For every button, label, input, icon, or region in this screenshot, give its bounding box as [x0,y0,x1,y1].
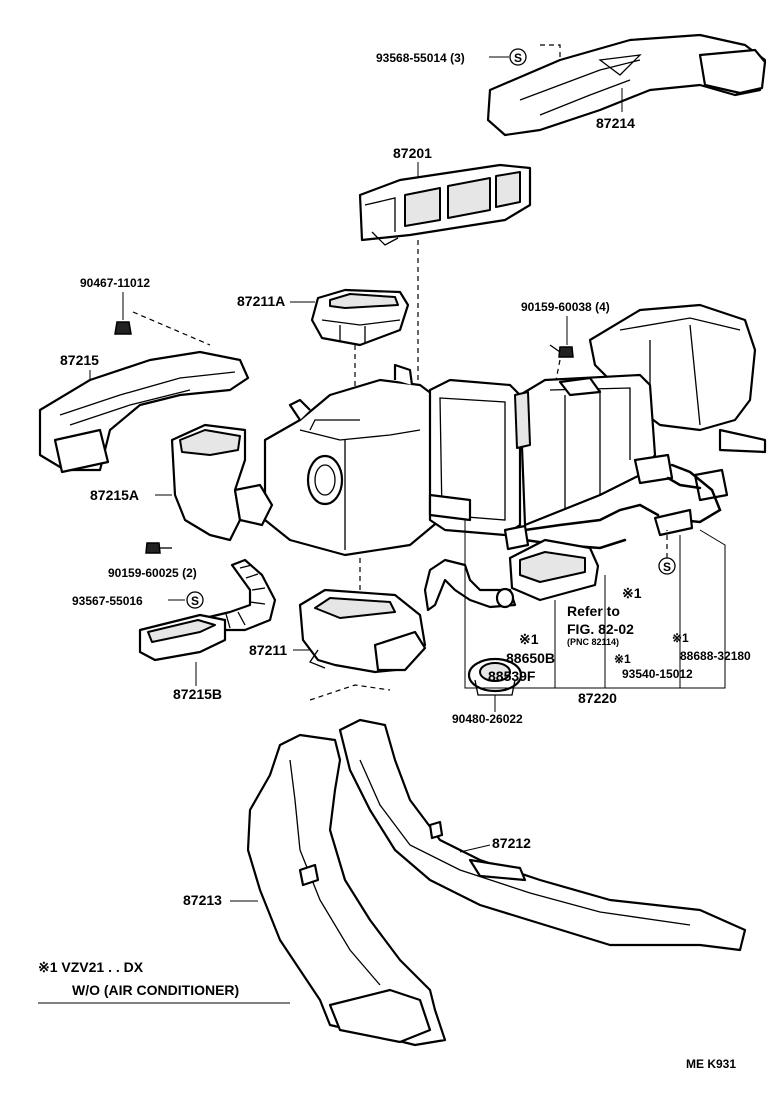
harness-connector-right [633,453,729,537]
label-87215: 87215 [60,352,99,368]
hose-88539F [423,558,517,612]
clip-90467 [114,321,132,335]
label-88539F: 88539F [488,668,536,684]
s-symbol-text-1: S [514,51,522,65]
duct-87215 [38,350,250,474]
note-mark-1: ※1 [622,585,642,601]
blower-case [514,373,657,527]
label-88688-32180: 88688-32180 [680,649,751,663]
label-87211: 87211 [249,642,287,658]
leader-87212 [459,844,491,853]
note-mark-4: ※1 [672,631,689,645]
label-87211A: 87211A [237,293,285,309]
label-87220: 87220 [578,690,617,706]
legend-line-2: W/O (AIR CONDITIONER) [72,982,239,998]
bracket-87220-left [464,520,726,689]
duct-87212 [338,718,747,952]
duct-adapter-87211A [310,288,410,347]
duct-87211 [298,588,427,674]
duct-87215B [138,613,227,662]
label-87213: 87213 [183,892,222,908]
refer-to-text: Refer to [567,603,620,619]
label-93567-55016: 93567-55016 [72,594,143,608]
label-93568-55014: 93568-55014 (3) [376,51,465,65]
label-90480-26022: 90480-26022 [452,712,523,726]
dash-87211 [309,684,391,701]
wire-main [523,503,660,532]
s-symbol-93567 [186,591,204,609]
duct-87215A [170,423,274,542]
s-symbol-text-3: S [191,594,199,608]
duct-87213 [246,733,447,1047]
footer-code: ME K931 [686,1057,736,1071]
label-87214: 87214 [596,115,635,131]
label-90159-60038: 90159-60038 (4) [521,300,610,314]
note-mark-3: ※1 [614,652,631,666]
screw-90159-60038 [549,344,574,358]
s-symbol-93568 [509,48,527,66]
legend-line-1: ※1 VZV21 . . DX [38,959,144,975]
screw-90159-60025 [145,542,172,554]
label-93540-15012: 93540-15012 [622,667,693,681]
heater-core-box [428,378,522,537]
label-87201: 87201 [393,145,432,161]
dash-90467 [132,311,211,346]
flex-hose [203,558,277,632]
label-88650B: 88650B [506,650,555,666]
label-87215A: 87215A [90,487,139,503]
resistor-block-88650B [503,524,600,602]
s-symbol-text-2: S [663,560,671,574]
duct-87214 [486,33,767,137]
heater-unit-main [263,363,447,557]
label-87215B: 87215B [173,686,222,702]
label-87212: 87212 [492,835,531,851]
note-mark-2: ※1 [519,631,539,647]
fig-ref-text: FIG. 82-02 [567,621,634,637]
grommet-90480 [467,657,523,696]
label-90159-60025: 90159-60025 (2) [108,566,197,580]
pnc-ref-text: (PNC 82114) [567,637,619,647]
label-90467-11012: 90467-11012 [80,276,150,290]
vent-frame-87201 [358,163,532,246]
